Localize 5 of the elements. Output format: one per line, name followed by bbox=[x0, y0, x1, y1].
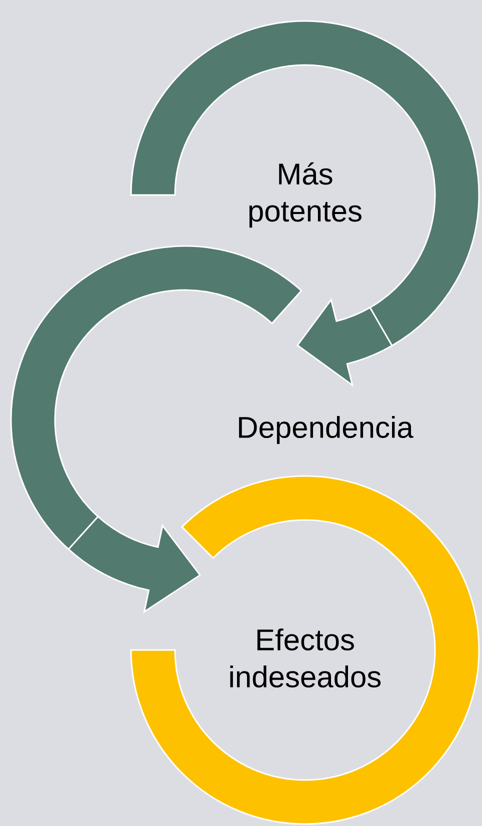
arrow bbox=[296, 299, 393, 386]
arrow bbox=[68, 516, 201, 612]
node-label: Efectos indeseados bbox=[230, 628, 381, 688]
node-label: Dependencia bbox=[239, 416, 414, 444]
node-label: Más potentes bbox=[249, 162, 362, 228]
